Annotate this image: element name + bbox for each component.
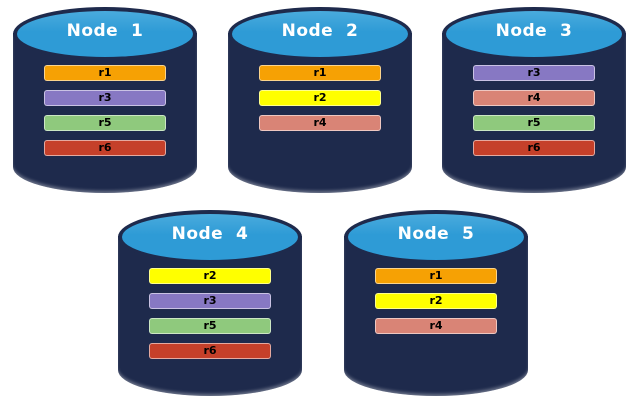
- cylinder-top: [442, 7, 626, 61]
- db-node-4: Node 4 r2 r3 r5 r6: [118, 210, 302, 396]
- node-title: Node 2: [281, 21, 359, 41]
- replica-bar-r2: r2: [149, 268, 271, 284]
- replica-bar-r6: r6: [44, 140, 166, 156]
- db-node-5: Node 5 r1 r2 r4: [344, 210, 528, 396]
- replica-bar-list: r1 r2 r4: [228, 65, 412, 131]
- replica-bar-r4: r4: [375, 318, 497, 334]
- cylinder-top: [344, 210, 528, 264]
- replica-bar-r5: r5: [149, 318, 271, 334]
- replica-bar-r1: r1: [259, 65, 381, 81]
- db-node-2: Node 2 r1 r2 r4: [228, 7, 412, 193]
- cylinder-top: [228, 7, 412, 61]
- replica-bar-r1: r1: [375, 268, 497, 284]
- replica-bar-r2: r2: [375, 293, 497, 309]
- node-title: Node 4: [171, 224, 249, 244]
- node-title: Node 1: [66, 21, 144, 41]
- replica-bar-list: r1 r2 r4: [344, 268, 528, 334]
- replica-bar-r2: r2: [259, 90, 381, 106]
- db-node-3: Node 3 r3 r4 r5 r6: [442, 7, 626, 193]
- replica-bar-r6: r6: [473, 140, 595, 156]
- node-title: Node 3: [495, 21, 573, 41]
- replica-bar-list: r2 r3 r5 r6: [118, 268, 302, 359]
- cylinder-top: [118, 210, 302, 264]
- replica-bar-r1: r1: [44, 65, 166, 81]
- replica-bar-r3: r3: [149, 293, 271, 309]
- replica-bar-r5: r5: [44, 115, 166, 131]
- replica-bar-r3: r3: [44, 90, 166, 106]
- db-node-1: Node 1 r1 r3 r5 r6: [13, 7, 197, 193]
- replica-bar-r3: r3: [473, 65, 595, 81]
- cylinder-top: [13, 7, 197, 61]
- replica-bar-list: r1 r3 r5 r6: [13, 65, 197, 156]
- replica-bar-list: r3 r4 r5 r6: [442, 65, 626, 156]
- replica-bar-r5: r5: [473, 115, 595, 131]
- node-title: Node 5: [397, 224, 475, 244]
- replica-bar-r6: r6: [149, 343, 271, 359]
- replica-bar-r4: r4: [473, 90, 595, 106]
- replica-bar-r4: r4: [259, 115, 381, 131]
